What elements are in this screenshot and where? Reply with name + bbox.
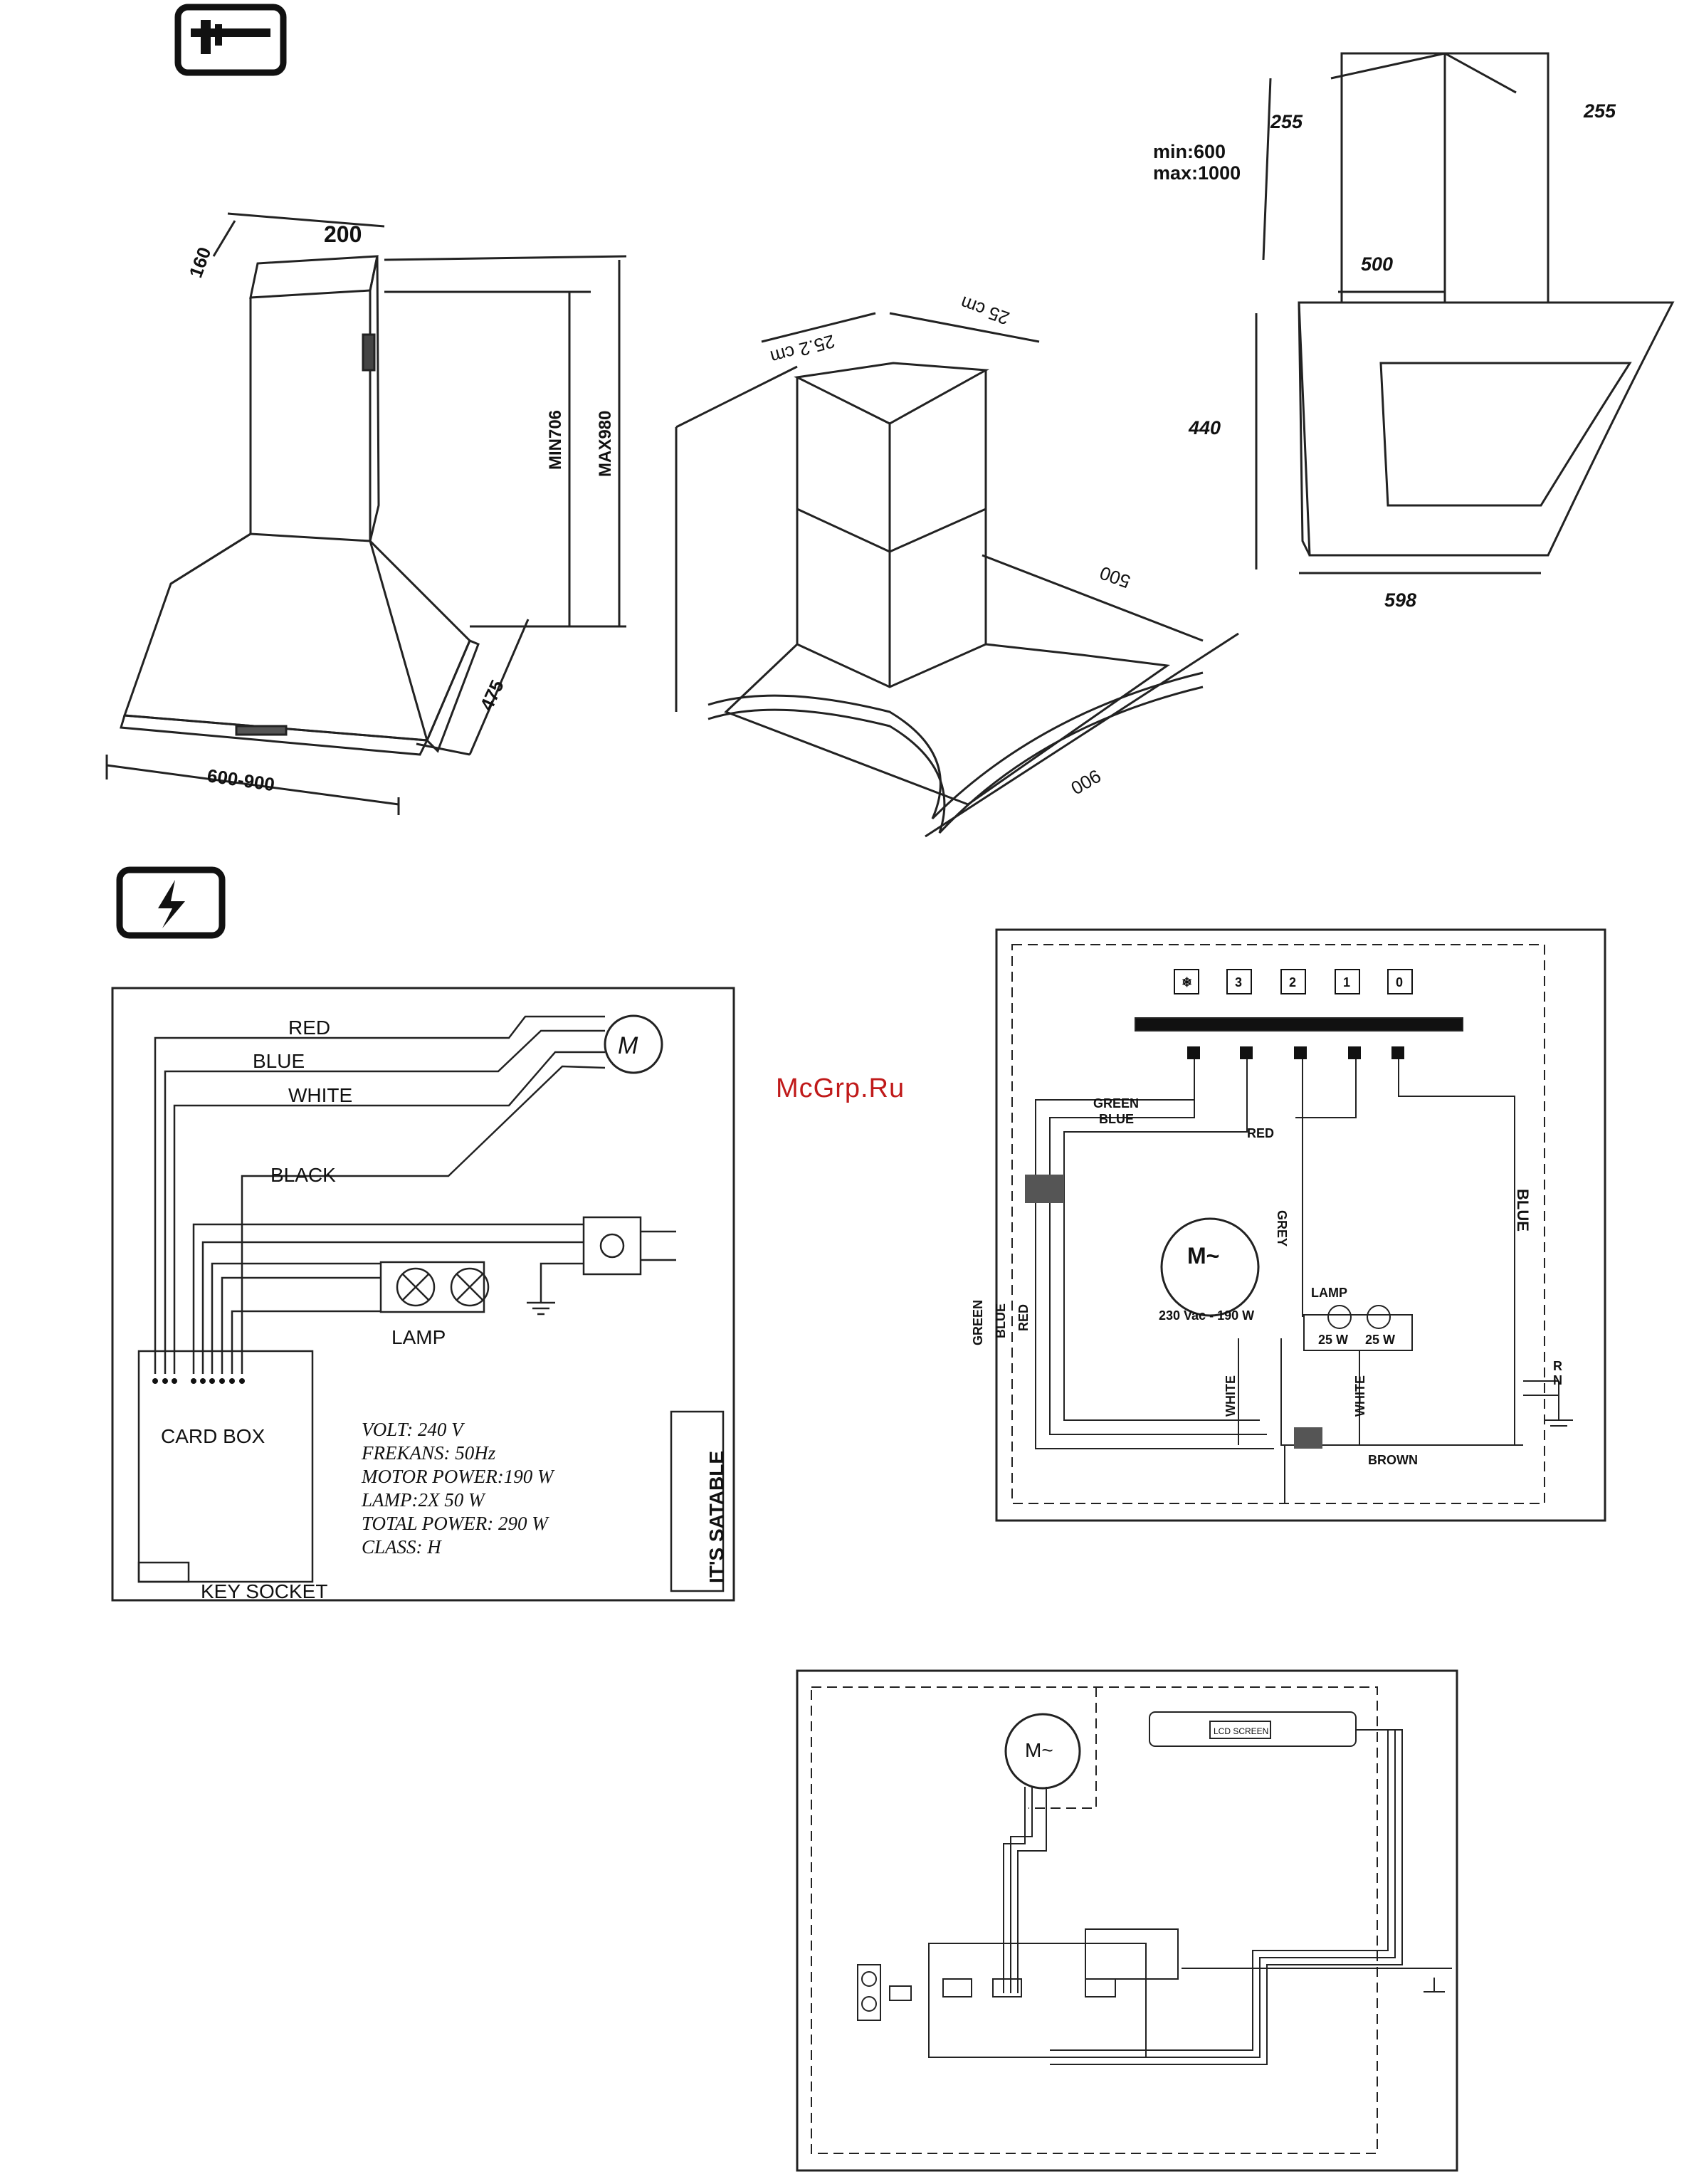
wire-red-label: RED — [288, 1017, 330, 1039]
wiring-basic — [111, 987, 735, 1602]
v-red-label: RED — [1016, 1304, 1031, 1331]
key-socket-label: KEY SOCKET — [201, 1580, 328, 1602]
spec-volt: VOLT: 240 V — [362, 1419, 463, 1440]
chimney-right-dim: 255 — [1583, 100, 1616, 122]
chimney-b-dim: 25 cm — [957, 292, 1012, 329]
lightning-icon — [116, 866, 226, 939]
width-dim: 600-900 — [206, 765, 276, 795]
min-height-label: min:600 — [1153, 141, 1226, 162]
spec-class: CLASS: H — [362, 1536, 441, 1558]
n-terminal-label: N — [1553, 1373, 1562, 1387]
lcd-screen-label: LCD SCREEN — [1214, 1726, 1268, 1736]
watermark: McGrp.Ru — [776, 1073, 905, 1103]
button-1-label: 1 — [1343, 975, 1350, 989]
chimney-width-dim: 500 — [1361, 253, 1393, 275]
lamp-1-rating: 25 W — [1318, 1333, 1348, 1347]
chimney-left-dim: 255 — [1270, 111, 1303, 132]
hood-pyramid — [105, 212, 627, 815]
min-height-dim: MIN706 — [546, 410, 565, 470]
chimney-a-dim: 25.2 cm — [768, 330, 837, 368]
blue-right-label: BLUE — [1514, 1189, 1532, 1232]
grey-label: GREY — [1275, 1210, 1289, 1246]
white-label-1: WHITE — [1224, 1375, 1238, 1417]
wiring-switch — [995, 928, 1606, 1522]
green-label: GREEN — [1093, 1096, 1139, 1111]
v-green-label: GREEN — [971, 1300, 985, 1345]
lamp-label-2: LAMP — [1311, 1286, 1347, 1300]
wire-black-label: BLACK — [270, 1164, 336, 1186]
spec-frequency: FREKANS: 50Hz — [362, 1442, 496, 1464]
top-width-dim: 200 — [324, 221, 362, 247]
spec-total-power: TOTAL POWER: 290 W — [362, 1513, 548, 1534]
hood-angled — [1255, 52, 1675, 574]
lamp-2-rating: 25 W — [1365, 1333, 1395, 1347]
brown-label: BROWN — [1368, 1453, 1418, 1467]
wiring-lcd — [796, 1669, 1458, 2172]
button-fan-label: ❄ — [1182, 975, 1192, 989]
motor-symbol-3: M~ — [1025, 1739, 1053, 1761]
blue-label: BLUE — [1099, 1112, 1134, 1126]
max-height-dim: MAX980 — [596, 411, 615, 477]
caliper-icon — [174, 4, 287, 76]
card-box-label: CARD BOX — [161, 1425, 265, 1447]
max-height-label: max:1000 — [1153, 162, 1241, 184]
motor-symbol: M — [618, 1032, 638, 1059]
width-900-dim: 900 — [1067, 765, 1105, 799]
v-blue-label: BLUE — [994, 1303, 1008, 1338]
hood-glass — [675, 312, 1239, 838]
button-3-label: 3 — [1235, 975, 1242, 989]
spec-motor-power: MOTOR POWER:190 W — [362, 1466, 554, 1487]
motor-rating: 230 Vac - 190 W — [1159, 1308, 1254, 1323]
wire-blue-label: BLUE — [253, 1050, 305, 1072]
depth-500-dim: 500 — [1097, 562, 1133, 593]
r-terminal-label: R — [1553, 1359, 1562, 1373]
button-2-label: 2 — [1289, 975, 1296, 989]
lamp-label: LAMP — [391, 1326, 446, 1348]
button-0-label: 0 — [1396, 975, 1403, 989]
white-label-2: WHITE — [1353, 1375, 1367, 1417]
width-598-dim: 598 — [1384, 589, 1416, 611]
height-440-dim: 440 — [1188, 417, 1221, 439]
electrical-specs: VOLT: 240 V FREKANS: 50Hz MOTOR POWER:19… — [362, 1418, 553, 1559]
motor-symbol-2: M~ — [1187, 1243, 1219, 1269]
spec-lamp: LAMP:2X 50 W — [362, 1489, 485, 1511]
red-label: RED — [1247, 1126, 1274, 1140]
top-depth-dim: 160 — [184, 244, 215, 280]
depth-dim: 475 — [475, 677, 508, 714]
wire-white-label: WHITE — [288, 1084, 352, 1106]
satable-note: IT'S SATABLE — [705, 1450, 728, 1584]
